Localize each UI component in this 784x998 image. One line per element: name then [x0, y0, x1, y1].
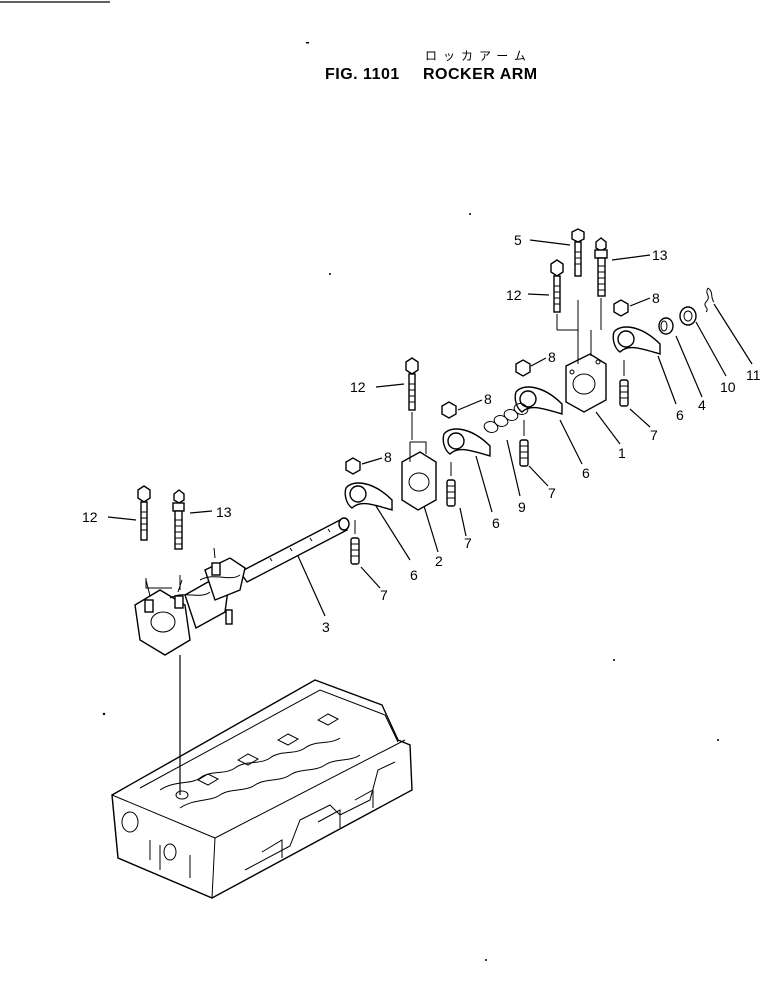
rocker-bracket-1 — [565, 300, 607, 413]
adjust-screw-7b — [446, 462, 456, 507]
callout-labels: 12 13 3 12 8 6 7 2 7 8 6 9 7 8 6 1 12 5 … — [82, 232, 761, 635]
callout-6: 6 — [676, 407, 684, 423]
callout-4: 4 — [698, 397, 706, 413]
callout-1: 1 — [618, 445, 626, 461]
callout-6: 6 — [410, 567, 418, 583]
leader-lines — [107, 239, 753, 617]
figure-title: ROCKER ARM — [423, 66, 538, 83]
rocker-arm-6b — [442, 428, 491, 457]
callout-9: 9 — [518, 499, 526, 515]
spring-9 — [483, 403, 529, 433]
callout-10: 10 — [720, 379, 736, 395]
callout-5: 5 — [514, 232, 522, 248]
adjust-screw-7d — [619, 360, 629, 407]
cylinder-head — [111, 679, 413, 899]
callout-8: 8 — [652, 290, 660, 306]
callout-12: 12 — [506, 287, 522, 303]
washer-10 — [679, 306, 697, 326]
adjust-screw-7c — [519, 420, 529, 467]
callout-13: 13 — [652, 247, 668, 263]
callout-8: 8 — [548, 349, 556, 365]
spacer-4 — [658, 317, 674, 335]
nut-8c — [515, 359, 531, 377]
rocker-shaft-assembly — [134, 517, 350, 795]
rocker-arm-6a — [344, 482, 393, 511]
scan-specks — [102, 42, 719, 961]
bolt-12-middle — [405, 357, 419, 440]
callout-12: 12 — [350, 379, 366, 395]
title-kana: ロッカアーム — [425, 49, 532, 63]
bolt-13-right — [594, 237, 608, 330]
nut-8b — [441, 401, 457, 419]
callout-3: 3 — [322, 619, 330, 635]
adjust-screw-7a — [350, 520, 360, 565]
rocker-arm-6d — [612, 326, 661, 355]
callout-6: 6 — [582, 465, 590, 481]
callout-7: 7 — [380, 587, 388, 603]
bolt-12-right — [550, 259, 578, 331]
nut-8a — [345, 457, 361, 475]
bolt-12-left — [137, 485, 151, 541]
callout-8: 8 — [484, 391, 492, 407]
callout-6: 6 — [492, 515, 500, 531]
callout-12: 12 — [82, 509, 98, 525]
rocker-arm-6c — [514, 386, 563, 415]
bolt-13-left — [172, 489, 185, 550]
bolt-5 — [571, 228, 585, 277]
clip-11 — [704, 287, 715, 313]
callout-8: 8 — [384, 449, 392, 465]
callout-11: 11 — [746, 367, 761, 383]
rocker-bracket-2 — [401, 441, 437, 511]
callout-13: 13 — [216, 504, 232, 520]
callout-7: 7 — [464, 535, 472, 551]
nut-8d — [613, 299, 629, 317]
callout-7: 7 — [650, 427, 658, 443]
callout-7: 7 — [548, 485, 556, 501]
callout-2: 2 — [435, 553, 443, 569]
figure-number: FIG. 1101 — [325, 66, 400, 83]
